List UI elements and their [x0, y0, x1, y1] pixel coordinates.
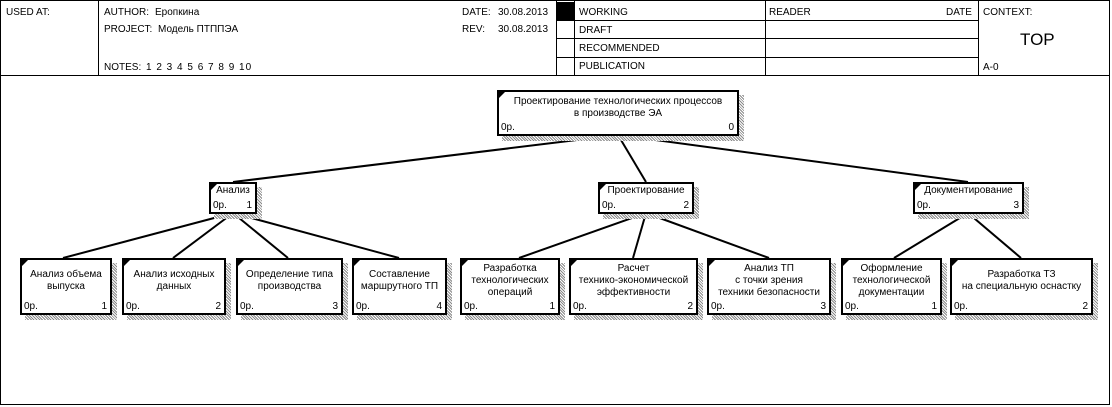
activity-number: 2 — [683, 200, 689, 211]
activity-title: Оформление технологической документации — [852, 263, 931, 298]
diagram-header: USED AT: AUTHOR: Еропкина PROJECT: Модел… — [1, 1, 1109, 76]
activity-title: Разработка технологических операций — [471, 263, 549, 298]
activity-cost: 0р. — [711, 301, 725, 312]
activity-box-level2[interactable]: Определение типа производства 0р. 3 — [236, 258, 343, 315]
corner-marker — [124, 260, 130, 266]
rev-label: REV: — [462, 24, 485, 35]
activity-title: Расчет технико-экономической эффективнос… — [578, 263, 689, 298]
reader-date-label: DATE — [946, 7, 972, 18]
activity-number: 1 — [101, 301, 107, 312]
corner-marker — [571, 260, 577, 266]
activity-number: 2 — [687, 301, 693, 312]
corner-marker — [952, 260, 958, 266]
status-publication: PUBLICATION — [579, 61, 645, 72]
activity-title: Анализ — [216, 185, 250, 196]
activity-title: Проектирование — [607, 185, 685, 196]
activity-number: 2 — [1082, 301, 1088, 312]
activity-number: 3 — [820, 301, 826, 312]
author-label: AUTHOR: — [104, 7, 149, 18]
notes-label: NOTES: — [104, 62, 142, 73]
date-value: 30.08.2013 — [498, 7, 549, 18]
context-label: CONTEXT: — [983, 7, 1033, 18]
activity-box-level2[interactable]: Составление маршрутного ТП 0р. 4 — [352, 258, 447, 315]
activity-cost: 0р. — [356, 301, 370, 312]
activity-title: Анализ объема выпуска — [30, 269, 102, 292]
status-working: WORKING — [579, 7, 628, 18]
activity-title: Документирование — [924, 185, 1013, 196]
project-label: PROJECT: — [104, 24, 153, 35]
activity-number: 0 — [728, 122, 734, 133]
author-value: Еропкина — [155, 7, 200, 18]
corner-marker — [600, 184, 606, 190]
activity-title: Проектирование технологических процессов… — [513, 96, 723, 119]
corner-marker — [462, 260, 468, 266]
corner-marker — [709, 260, 715, 266]
corner-marker — [238, 260, 244, 266]
activity-box-level1[interactable]: Документирование 0р. 3 — [913, 182, 1024, 214]
activity-title: Анализ ТП с точки зрения техники безопас… — [718, 263, 820, 298]
activity-cost: 0р. — [845, 301, 859, 312]
activity-box-level2[interactable]: Оформление технологической документации 0… — [841, 258, 942, 315]
reader-label: READER — [769, 7, 811, 18]
date-label: DATE: — [462, 7, 491, 18]
activity-cost: 0р. — [24, 301, 38, 312]
activity-title: Разработка ТЗ на специальную оснастку — [961, 269, 1082, 292]
activity-box-level2[interactable]: Анализ ТП с точки зрения техники безопас… — [707, 258, 831, 315]
activity-box-level2[interactable]: Анализ объема выпуска 0р. 1 — [20, 258, 112, 315]
activity-box-level2[interactable]: Анализ исходных данных 0р. 2 — [122, 258, 226, 315]
corner-marker — [499, 92, 505, 98]
activity-cost: 0р. — [213, 200, 227, 211]
activity-box-level2[interactable]: Расчет технико-экономической эффективнос… — [569, 258, 698, 315]
activity-number: 2 — [215, 301, 221, 312]
activity-box-level1[interactable]: Проектирование 0р. 2 — [598, 182, 694, 214]
activity-box-root[interactable]: Проектирование технологических процессов… — [497, 90, 739, 136]
activity-cost: 0р. — [464, 301, 478, 312]
activity-title: Определение типа производства — [245, 269, 334, 292]
activity-cost: 0р. — [126, 301, 140, 312]
status-draft: DRAFT — [579, 25, 613, 36]
corner-marker — [843, 260, 849, 266]
connector-lines — [62, 134, 1022, 259]
context-value: TOP — [1020, 30, 1055, 49]
node-id: A-0 — [983, 62, 999, 73]
activity-box-level2[interactable]: Разработка ТЗ на специальную оснастку 0р.… — [950, 258, 1093, 315]
activity-box-level2[interactable]: Разработка технологических операций 0р. 1 — [460, 258, 560, 315]
activity-number: 3 — [332, 301, 338, 312]
activity-number: 3 — [1013, 200, 1019, 211]
activity-number: 1 — [549, 301, 555, 312]
activity-title: Анализ исходных данных — [133, 269, 215, 292]
activity-cost: 0р. — [240, 301, 254, 312]
activity-cost: 0р. — [501, 122, 515, 133]
rev-value: 30.08.2013 — [498, 24, 549, 35]
activity-title: Составление маршрутного ТП — [360, 269, 439, 292]
corner-marker — [915, 184, 921, 190]
status-recommended: RECOMMENDED — [579, 43, 660, 54]
working-marker — [557, 2, 574, 20]
activity-cost: 0р. — [954, 301, 968, 312]
project-value: Модель ПТППЭА — [158, 24, 239, 35]
activity-number: 1 — [246, 200, 252, 211]
activity-number: 1 — [931, 301, 937, 312]
corner-marker — [211, 184, 217, 190]
notes-value: 1 2 3 4 5 6 7 8 9 10 — [146, 62, 253, 73]
corner-marker — [22, 260, 28, 266]
activity-cost: 0р. — [602, 200, 616, 211]
activity-box-level1[interactable]: Анализ 0р. 1 — [209, 182, 257, 214]
activity-cost: 0р. — [573, 301, 587, 312]
corner-marker — [354, 260, 360, 266]
used-at-label: USED AT: — [6, 7, 50, 18]
node-tree-diagram: Проектирование технологических процессов… — [1, 76, 1109, 404]
activity-cost: 0р. — [917, 200, 931, 211]
activity-number: 4 — [436, 301, 442, 312]
